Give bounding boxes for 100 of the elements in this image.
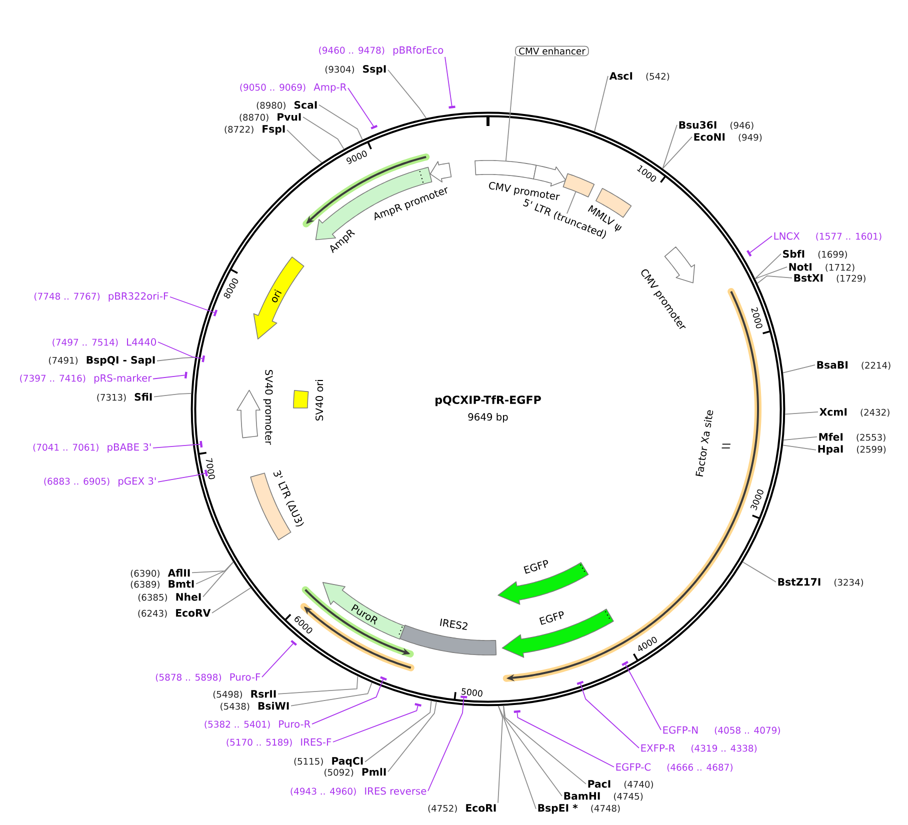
primer-label: pBR322ori-F (108, 292, 168, 302)
primer-mark (290, 640, 298, 646)
feature-label: EGFP (539, 611, 564, 625)
site-position: (6243) (138, 610, 167, 618)
site-label: BspQI - SapI (86, 356, 155, 366)
primer-range: (4058 .. 4079) (714, 726, 780, 735)
site-label: PaqCI (332, 757, 363, 767)
site-position: (4752) (428, 804, 457, 813)
primer-mark (370, 124, 378, 130)
primer-label: pBABE 3' (108, 443, 151, 453)
primer-label: EGFP-C (616, 763, 651, 771)
tick-label: 9000 (346, 150, 367, 164)
site-label: BsaBI (817, 361, 848, 369)
leader-line (170, 296, 215, 314)
leader-line (784, 412, 818, 415)
leader-line (388, 69, 427, 119)
site-position: (9304) (325, 66, 354, 74)
site-label: ScaI (294, 101, 317, 109)
site-label: BmtI (168, 580, 194, 588)
leader-line (212, 587, 252, 614)
primer-mark (576, 680, 584, 685)
tick-label: 4000 (638, 636, 657, 652)
primer-range: (9460 .. 9478) (319, 46, 384, 55)
feature-label: IRES2 (440, 618, 468, 630)
primer-mark (622, 660, 628, 666)
primer-label: IRES-F (301, 738, 332, 746)
leader-line (756, 276, 792, 284)
primer-range: (4943 .. 4960) (290, 788, 356, 796)
leader-line (332, 705, 418, 742)
feature-label: SV40 ori (315, 380, 324, 421)
site-position: (8722) (224, 126, 254, 134)
site-position: (5092) (324, 768, 354, 777)
leader-line (498, 706, 503, 804)
primer-label: Puro-R (279, 720, 310, 728)
primer-label: pRS-marker (94, 374, 152, 384)
site-label: PmlI (362, 768, 386, 776)
feature-label: SV40 promoter (263, 370, 273, 445)
leader-line (625, 664, 662, 730)
leader-line (783, 436, 818, 440)
site-position: (3234) (834, 578, 864, 587)
site-label: SfiI (134, 392, 152, 401)
primer-mark (448, 106, 456, 109)
tick-label: 5000 (461, 688, 482, 697)
site-label: BspEI * (538, 804, 578, 814)
site-label: EcoNI (694, 133, 725, 141)
primer-mark (380, 676, 387, 681)
site-position: (1729) (836, 274, 866, 283)
leader-line (302, 116, 344, 150)
site-position: (6390) (130, 570, 160, 578)
leader-line (782, 364, 816, 374)
leader-line (286, 130, 322, 164)
leader-line (158, 342, 203, 360)
site-label: RsrII (251, 690, 276, 698)
leader-line (278, 676, 358, 694)
leader-line (503, 705, 562, 796)
site-label: NheI (176, 592, 201, 601)
leader-line (498, 706, 536, 810)
primer-label: pGEX 3' (118, 477, 156, 487)
leader-line (364, 700, 432, 762)
site-position: (2599) (856, 446, 886, 454)
site-label: BamHI (564, 792, 600, 800)
primer-mark (514, 710, 520, 713)
leader-line (505, 56, 516, 162)
leader-line (594, 76, 608, 132)
site-label: FspI (262, 125, 285, 135)
primer-label: Amp-R (314, 83, 346, 93)
leader-line (262, 643, 294, 678)
primer-mark (204, 470, 208, 476)
primer-label: L4440 (127, 338, 156, 346)
site-position: (1712) (826, 264, 854, 272)
leader-line (782, 444, 816, 450)
leader-line (580, 683, 640, 748)
primer-range: (7397 .. 7416) (20, 374, 86, 383)
feature-label: EGFP (524, 560, 548, 574)
primer-label: LNCX (774, 232, 800, 240)
site-position: (2214) (862, 362, 890, 370)
primer-range: (4319 .. 4338) (691, 744, 757, 753)
primer-label: EGFP-N (663, 726, 698, 734)
primer-mark (202, 355, 206, 362)
leader-line (662, 136, 692, 169)
primer-mark (460, 696, 468, 698)
primer-range: (4666 .. 4687) (667, 764, 732, 772)
leader-line (154, 392, 192, 398)
leader-line (428, 698, 464, 792)
leader-line (192, 562, 234, 574)
site-label: PvuI (278, 113, 301, 121)
leader-line (152, 444, 200, 448)
feature-label: Factor Xa site (696, 410, 714, 476)
site-position: (5438) (220, 702, 250, 711)
tick-label: 3000 (750, 490, 764, 510)
primer-label: IRES reverse (365, 787, 426, 795)
primer-mark (200, 440, 203, 448)
site-label: PacI (588, 780, 610, 788)
primer-label: pBRforEco (393, 46, 444, 56)
primer-mark (414, 703, 422, 707)
site-position: (8980) (256, 102, 286, 110)
site-position: (949) (738, 134, 762, 142)
tick-label: 2000 (751, 307, 762, 328)
feature-block: ori (253, 256, 304, 340)
leader-line (742, 562, 776, 582)
